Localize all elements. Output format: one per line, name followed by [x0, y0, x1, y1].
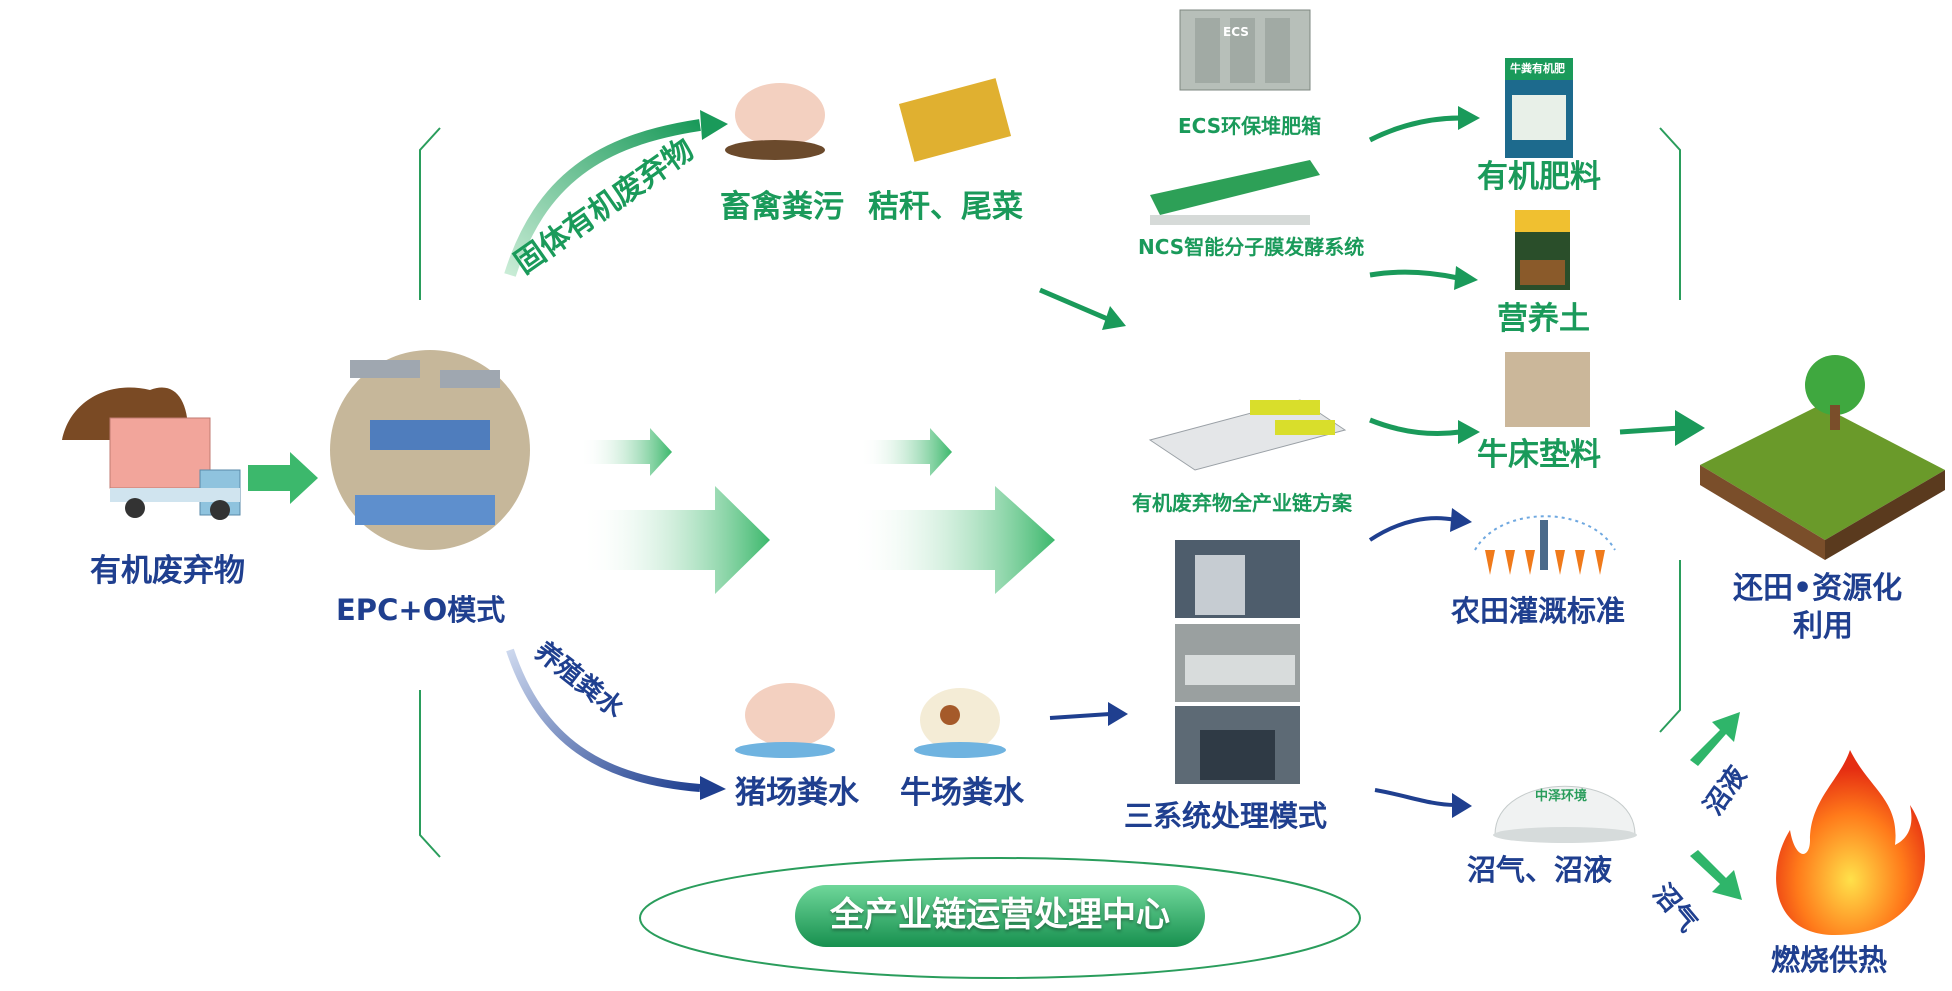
straw-icon — [898, 78, 1012, 162]
small-green-arrows — [1039, 115, 1681, 436]
product-biogas-label: 沼气、沼液 — [1467, 853, 1613, 887]
bracket-bottom — [419, 690, 441, 858]
ncs-label: NCS智能分子膜发酵系统 — [1138, 235, 1365, 259]
three-system-label: 三系统处理模式 — [1124, 799, 1328, 833]
arrow-big-1 — [580, 486, 770, 594]
arrow-small-2 — [860, 428, 952, 476]
fertilizer-bag-text: 牛粪有机肥 — [1510, 62, 1565, 75]
curve-solid-arrow — [504, 119, 701, 277]
source-label: 有机废弃物 — [90, 553, 245, 589]
center-ellipse — [639, 857, 1361, 979]
digester-brand: 中泽环境 — [1535, 789, 1588, 804]
product-soil-label: 营养土 — [1497, 301, 1590, 337]
ecs-label: ECS环保堆肥箱 — [1178, 114, 1322, 138]
biogas-dome-icon — [1493, 785, 1637, 843]
farmland-icon — [1700, 355, 1945, 560]
chain-label: 有机废弃物全产业链方案 — [1132, 491, 1352, 515]
product-fertilizer-label: 有机肥料 — [1477, 159, 1601, 195]
truck-icon — [62, 387, 241, 520]
bracket-top — [419, 127, 441, 300]
outcome-field-line1: 还田•资源化 — [1733, 571, 1903, 606]
ncs-system-photo — [1150, 160, 1320, 225]
pig-icon-bottom — [735, 683, 835, 758]
center-label: 全产业链运营处理中心 — [830, 895, 1170, 935]
arrow-big-2 — [850, 486, 1055, 594]
water-treatment-photos — [1175, 540, 1300, 784]
arrow-source-to-mode — [248, 452, 318, 504]
farm-aerial-photo — [330, 350, 530, 550]
ecs-box-photo — [1179, 9, 1311, 91]
ecs-box-text: ECS — [1223, 25, 1249, 39]
cow-icon — [914, 688, 1006, 758]
soil-bag-photo — [1515, 210, 1570, 290]
bedding-photo — [1505, 352, 1590, 427]
product-bedding-label: 牛床垫料 — [1477, 437, 1601, 473]
center-pill — [795, 885, 1205, 947]
input-cow-water-label: 牛场粪水 — [900, 775, 1024, 811]
arrow-small-1 — [580, 428, 672, 476]
input-straw-label: 秸秆、尾菜 — [868, 189, 1023, 225]
input-manure-label: 畜禽粪污 — [720, 189, 844, 225]
fertilizer-bag-photo — [1505, 58, 1573, 158]
mode-label: EPC+O模式 — [336, 593, 506, 627]
fire-icon — [1776, 750, 1926, 935]
bracket-right-top — [1659, 127, 1681, 300]
pig-icon-top — [725, 83, 825, 160]
product-irrigation-label: 农田灌溉标准 — [1451, 594, 1626, 628]
outcome-field-line2: 利用 — [1793, 609, 1853, 644]
small-blue-arrows — [1049, 516, 1456, 807]
bracket-right-bottom — [1659, 560, 1681, 733]
arrow-slurry — [1690, 712, 1740, 766]
outcome-heat-label: 燃烧供热 — [1771, 943, 1888, 977]
curve-water-arrow — [506, 648, 701, 792]
arrow-gas — [1690, 850, 1742, 900]
input-pig-water-label: 猪场粪水 — [735, 775, 859, 811]
production-line-photo — [1148, 399, 1347, 471]
irrigation-icon — [1474, 515, 1616, 575]
